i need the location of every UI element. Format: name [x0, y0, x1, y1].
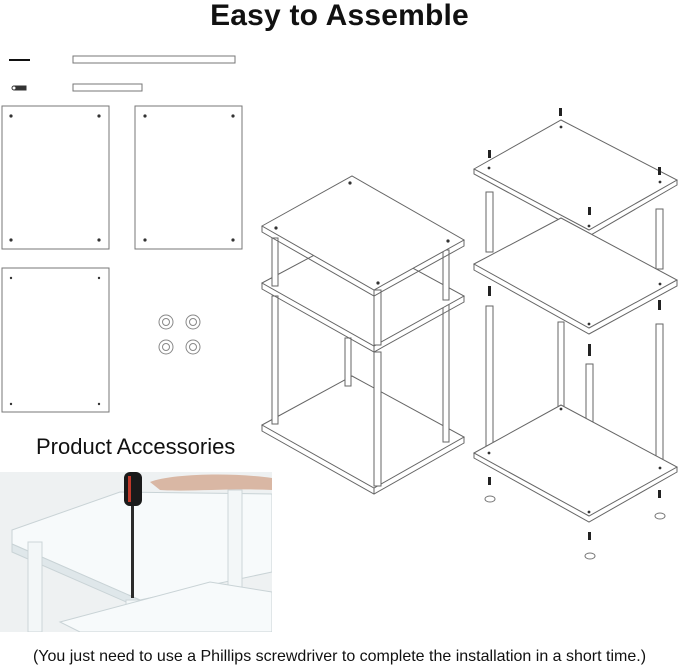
- exploded-view: [472, 119, 679, 523]
- short-rod-part: [72, 83, 143, 92]
- exploded-feet: [484, 495, 666, 560]
- screws: [488, 108, 661, 540]
- shelf-panel-1: [1, 105, 110, 250]
- installation-photo: [0, 472, 272, 632]
- shelf-panel-3: [1, 267, 110, 413]
- assembled-table: [260, 175, 466, 495]
- accessories-heading: Product Accessories: [36, 434, 236, 459]
- foot-caps: [158, 314, 201, 355]
- shelf-panel-2: [134, 105, 243, 250]
- long-rod-part: [72, 55, 236, 64]
- installation-photo-illustration: [0, 472, 272, 632]
- page-title: Easy to Assemble: [210, 0, 469, 32]
- footer-note: (You just need to use a Phillips screwdr…: [32, 648, 647, 665]
- screw-part-icon: [11, 85, 27, 91]
